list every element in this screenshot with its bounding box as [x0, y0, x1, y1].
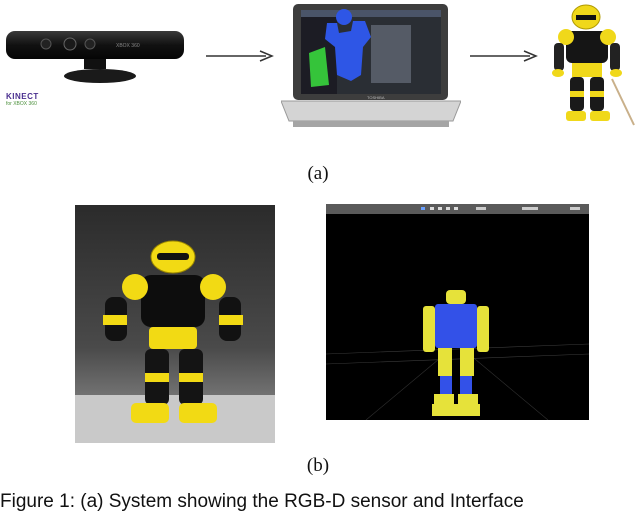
kinect-logo: KINECT for XBOX 360: [6, 92, 66, 112]
figure-caption: Figure 1: (a) System showing the RGB-D s…: [0, 491, 524, 512]
label-a: (a): [307, 163, 329, 184]
kinect-brand-text: KINECT: [6, 92, 39, 101]
arrow-sensor-to-laptop: [206, 49, 274, 63]
kinect-sub-text: for XBOX 360: [6, 101, 37, 107]
laptop-image: TOSHIBA: [281, 3, 461, 129]
robot-image-small: [548, 3, 638, 133]
sensor-device-text: XBOX 360: [116, 43, 140, 49]
laptop-brand-text: TOSHIBA: [367, 95, 385, 100]
label-b: (b): [306, 455, 330, 476]
robot-simulation-window: [326, 204, 589, 420]
robot-photo: [75, 205, 275, 443]
arrow-laptop-to-robot: [470, 49, 538, 63]
kinect-sensor-image: XBOX 360: [4, 26, 186, 116]
